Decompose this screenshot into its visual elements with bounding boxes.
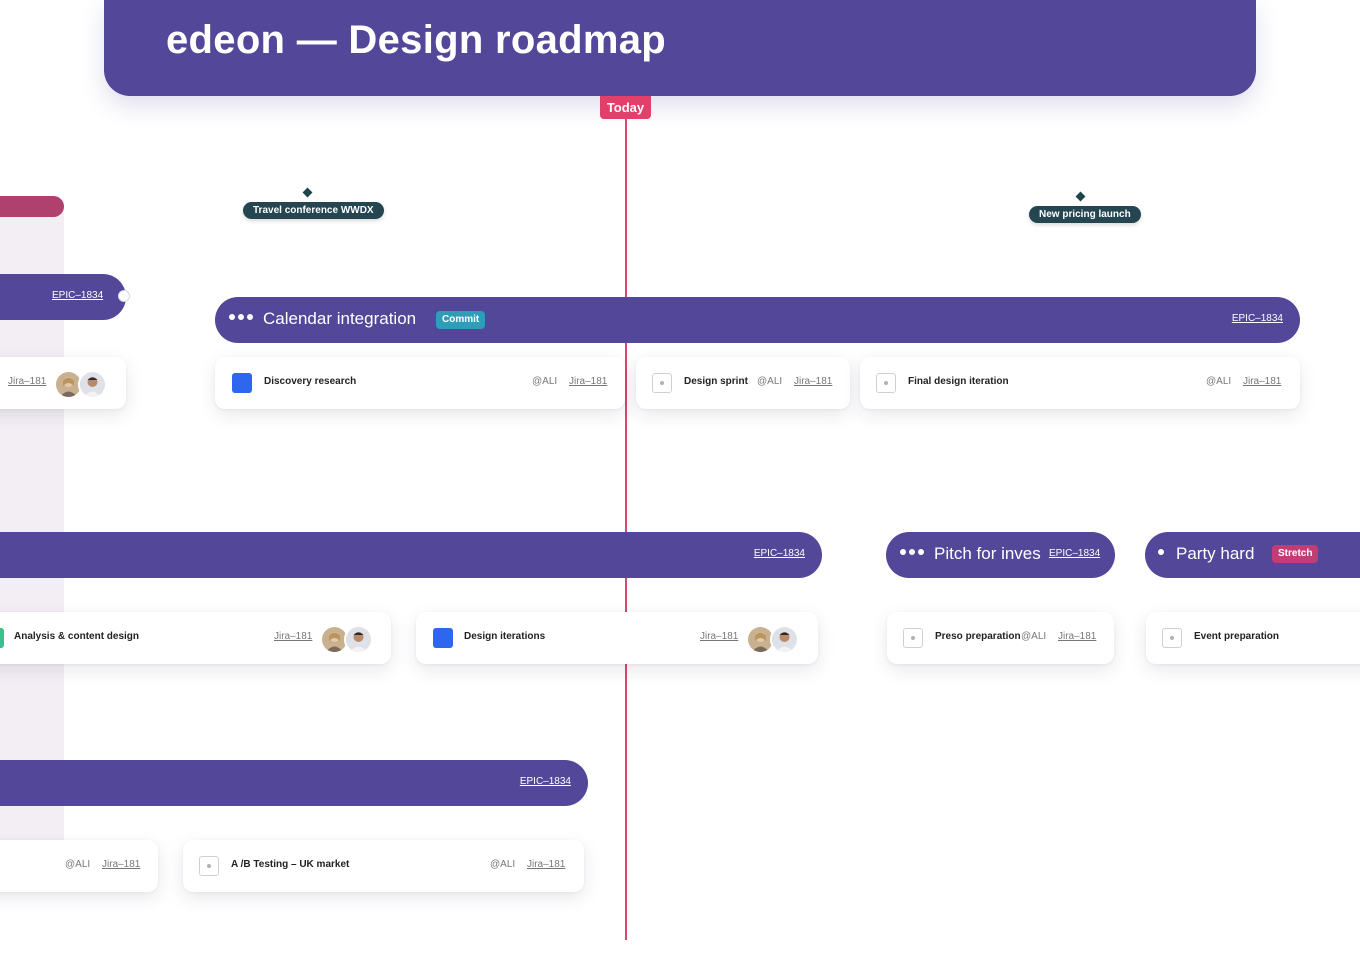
task-title: Event preparation bbox=[1194, 631, 1280, 642]
jira-link[interactable]: Jira–181 bbox=[8, 376, 47, 387]
avatar-man bbox=[344, 625, 373, 654]
task-owner[interactable]: @ALI bbox=[1021, 631, 1047, 642]
epic-bar-bottom[interactable]: EPIC–1834 bbox=[0, 760, 588, 806]
milestone-pricing-launch[interactable]: New pricing launch bbox=[1029, 206, 1141, 223]
task-card-final-design-iteration[interactable]: Final design iteration @ALI Jira–181 bbox=[860, 357, 1300, 409]
task-owner[interactable]: @ALI bbox=[490, 859, 516, 870]
jira-link[interactable]: Jira–181 bbox=[700, 631, 739, 642]
epic-bar-top-left[interactable]: EPIC–1834 bbox=[0, 274, 126, 320]
epic-bar-pitch-for-investors[interactable]: Pitch for inves EPIC–1834 bbox=[886, 532, 1115, 578]
task-owner[interactable]: @ALI bbox=[532, 376, 558, 387]
checkbox-icon[interactable] bbox=[876, 373, 896, 393]
jira-link[interactable]: Jira–181 bbox=[102, 859, 141, 870]
avatar-man bbox=[78, 370, 107, 399]
task-title: Preso preparation bbox=[935, 631, 1021, 642]
roadmap-header bbox=[104, 0, 1256, 96]
milestone-diamond-icon bbox=[1075, 191, 1086, 202]
task-owner[interactable]: @ALI bbox=[1206, 376, 1232, 387]
more-dots-icon[interactable] bbox=[229, 314, 253, 320]
jira-link[interactable]: Jira–181 bbox=[794, 376, 833, 387]
epic-bar-party-hard[interactable]: Party hard Stretch bbox=[1145, 532, 1360, 578]
task-type-icon bbox=[433, 628, 453, 648]
epic-connector-handle[interactable] bbox=[118, 290, 130, 302]
page-title: edeon — Design roadmap bbox=[166, 18, 667, 62]
jira-link[interactable]: Jira–181 bbox=[1243, 376, 1282, 387]
task-card-ab-testing[interactable]: A /B Testing – UK market @ALI Jira–181 bbox=[183, 840, 584, 892]
epic-link[interactable]: EPIC–1834 bbox=[753, 548, 805, 559]
checkbox-icon[interactable] bbox=[1162, 628, 1182, 648]
jira-link[interactable]: Jira–181 bbox=[274, 631, 313, 642]
checkbox-icon[interactable] bbox=[199, 856, 219, 876]
commit-badge: Commit bbox=[436, 311, 486, 329]
epic-bar-calendar-integration[interactable]: Calendar integration Commit EPIC–1834 bbox=[215, 297, 1300, 343]
task-title: Design iterations bbox=[464, 631, 546, 642]
task-card-discovery-research[interactable]: Discovery research @ALI Jira–181 bbox=[215, 357, 625, 409]
task-card-preso-preparation[interactable]: Preso preparation @ALI Jira–181 bbox=[887, 612, 1114, 664]
today-line bbox=[625, 116, 627, 940]
more-dots-icon[interactable] bbox=[900, 549, 924, 555]
epic-title: Party hard bbox=[1176, 544, 1255, 563]
task-owner[interactable]: @ALI bbox=[757, 376, 783, 387]
epic-title: Calendar integration bbox=[263, 309, 417, 328]
task-title: Final design iteration bbox=[908, 376, 1009, 387]
stretch-badge: Stretch bbox=[1272, 545, 1319, 563]
left-epic-bar-partial[interactable] bbox=[0, 196, 64, 217]
task-title: Analysis & content design bbox=[14, 631, 140, 642]
jira-link[interactable]: Jira–181 bbox=[1058, 631, 1097, 642]
dot-icon[interactable] bbox=[1158, 549, 1164, 555]
task-title: A /B Testing – UK market bbox=[231, 859, 350, 870]
task-card-design-iterations[interactable]: Design iterations Jira–181 bbox=[416, 612, 818, 664]
task-card-partial[interactable]: @ALI Jira–181 bbox=[0, 840, 158, 892]
checkbox-icon[interactable] bbox=[652, 373, 672, 393]
avatar-woman bbox=[320, 625, 349, 654]
avatar-woman bbox=[54, 370, 83, 399]
epic-link[interactable]: EPIC–1834 bbox=[519, 776, 571, 787]
avatar-man bbox=[770, 625, 799, 654]
today-badge: Today bbox=[600, 96, 651, 119]
task-status-marker bbox=[0, 628, 4, 648]
task-title: Discovery research bbox=[264, 376, 357, 387]
task-title: Design sprint bbox=[684, 376, 748, 387]
jira-link[interactable]: Jira–181 bbox=[569, 376, 608, 387]
epic-link[interactable]: EPIC–1834 bbox=[1049, 548, 1101, 559]
milestone-travel-conference[interactable]: Travel conference WWDX bbox=[243, 202, 384, 219]
task-card-design-sprint[interactable]: Design sprint @ALI Jira–181 bbox=[636, 357, 850, 409]
epic-link[interactable]: EPIC–1834 bbox=[52, 290, 104, 301]
epic-link[interactable]: EPIC–1834 bbox=[1231, 313, 1283, 324]
epic-title: Pitch for inves bbox=[934, 544, 1041, 563]
milestone-diamond-icon bbox=[302, 187, 313, 198]
task-card-partial[interactable]: Jira–181 bbox=[0, 357, 126, 409]
epic-bar-middle[interactable]: EPIC–1834 bbox=[0, 532, 822, 578]
task-owner[interactable]: @ALI bbox=[65, 859, 91, 870]
task-type-icon bbox=[232, 373, 252, 393]
checkbox-icon[interactable] bbox=[903, 628, 923, 648]
task-card-event-preparation[interactable]: Event preparation bbox=[1146, 612, 1360, 664]
task-card-analysis-content-design[interactable]: Analysis & content design Jira–181 bbox=[0, 612, 391, 664]
jira-link[interactable]: Jira–181 bbox=[527, 859, 566, 870]
